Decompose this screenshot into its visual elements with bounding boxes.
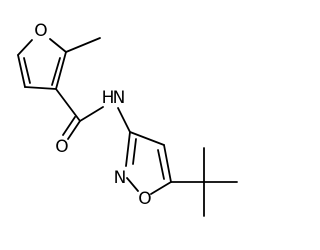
bond-carbonyl-double-b — [62, 116, 76, 136]
bond-c3-carbonyl — [55, 88, 81, 122]
bond-furanO-c2 — [49, 38, 67, 53]
bond-c4-c5 — [17, 54, 26, 88]
bond-oiso-niso — [126, 177, 139, 192]
bond-niso-c3iso-inner — [132, 138, 137, 165]
bond-c5-furanO — [17, 39, 33, 56]
carbonyl-oxygen-label: O — [55, 137, 68, 157]
isoxazole-oxygen-label: O — [138, 189, 151, 209]
bond-c3-c4 — [24, 86, 57, 90]
bond-c2-c3 — [55, 51, 67, 90]
bond-c4iso-c5iso-inner — [157, 149, 165, 180]
bond-carbonyl-double-a — [67, 120, 81, 140]
furan-oxygen-label: O — [34, 21, 47, 41]
amide-hydrogen-label: H — [102, 88, 115, 108]
bond-c2-methyl — [65, 37, 101, 53]
molecule-canvas: O O N H N O — [17, 21, 238, 217]
bond-c4iso-c5iso — [163, 144, 172, 183]
bond-carbonyl-nh — [79, 106, 104, 122]
bond-c5iso-oiso — [150, 181, 172, 195]
structure-diagram: O O N H N O — [17, 21, 238, 217]
bond-c2-c3-inner — [51, 57, 61, 86]
amide-nitrogen-label: N — [113, 88, 126, 108]
bond-c3iso-c4iso — [129, 131, 165, 146]
bond-nh-c3iso — [117, 107, 131, 133]
bond-niso-c3iso — [125, 131, 131, 167]
isoxazole-nitrogen-label: N — [114, 168, 127, 188]
bond-c4-c5-inner — [23, 57, 31, 84]
